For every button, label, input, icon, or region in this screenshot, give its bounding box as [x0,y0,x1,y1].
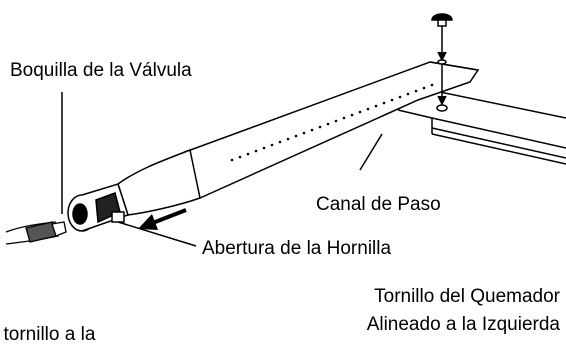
valve-nozzle-label: Boquilla de la Válvula [10,60,192,81]
valve-nozzle [5,221,67,245]
burner-opening [67,183,129,232]
cut-instruction-label: l tornillo a la [0,324,96,345]
screw-icon [431,13,453,112]
burner-ports [230,83,434,162]
burner-diagram [5,13,566,247]
burner-opening-label: Abertura de la Hornilla [202,238,392,259]
crossover-channel [397,91,566,165]
arrow-left-icon [138,208,187,230]
crossover-channel-label: Canal de Paso [316,194,441,215]
burner-screw-label-line1: Tornillo del Quemador [374,286,560,307]
leader-lines [61,92,383,247]
burner-screw-label-line2: Alineado a la Izquierda [366,314,560,335]
burner-tube [117,61,480,216]
